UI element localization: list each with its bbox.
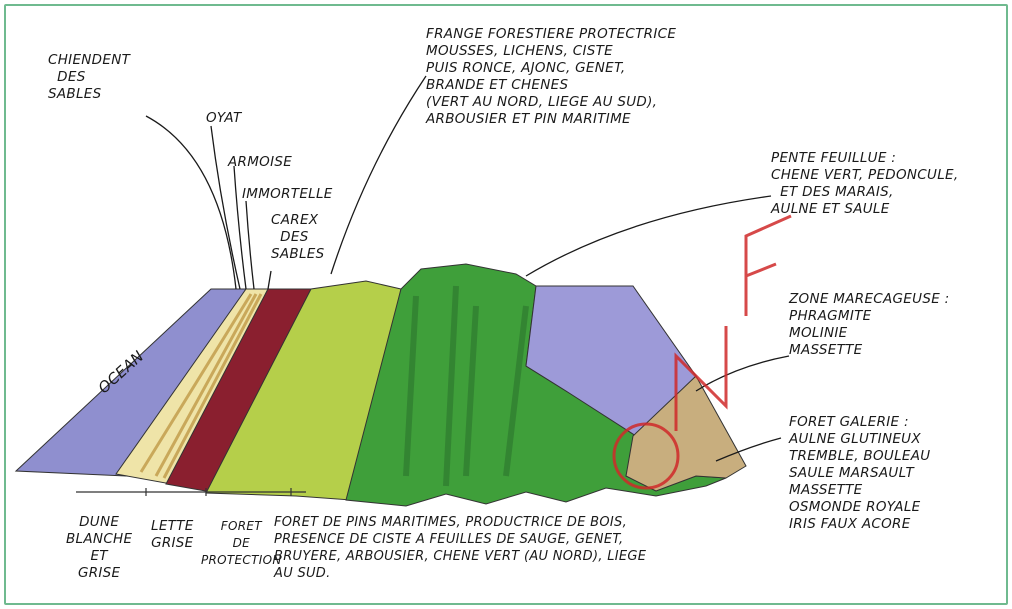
- illustration-frame: CHIENDENT DES SABLES OYAT ARMOISE IMMORT…: [4, 4, 1008, 605]
- label-frange-forestiere: FRANGE FORESTIERE PROTECTRICE MOUSSES, L…: [426, 26, 676, 128]
- label-foret-galerie: FORET GALERIE : AULNE GLUTINEUX TREMBLE,…: [789, 414, 930, 533]
- label-pente-feuillue: PENTE FEUILLUE : CHENE VERT, PEDONCULE, …: [771, 150, 958, 218]
- leader-oyat: [211, 126, 240, 289]
- label-zone-marecageuse: ZONE MARECAGEUSE : PHRAGMITE MOLINIE MAS…: [789, 291, 949, 359]
- label-chiendent-des-sables: CHIENDENT DES SABLES: [48, 52, 130, 103]
- label-armoise: ARMOISE: [228, 154, 292, 171]
- label-dune-blanche-et-grise: DUNE BLANCHE ET GRISE: [66, 514, 132, 582]
- label-lette-grise: LETTE GRISE: [151, 518, 194, 552]
- label-carex-des-sables: CAREX DES SABLES: [271, 212, 325, 263]
- leader-frange: [331, 76, 426, 274]
- label-immortelle: IMMORTELLE: [242, 186, 333, 203]
- label-foret-de-pins-maritimes: FORET DE PINS MARITIMES, PRODUCTRICE DE …: [274, 514, 646, 582]
- leader-carex: [268, 271, 271, 289]
- label-oyat: OYAT: [206, 110, 242, 127]
- label-foret-de-protection: FORET DE PROTECTION: [201, 518, 282, 569]
- leader-zone-marecageuse: [696, 356, 789, 391]
- leader-immortelle: [246, 201, 254, 289]
- leader-pente: [526, 196, 771, 276]
